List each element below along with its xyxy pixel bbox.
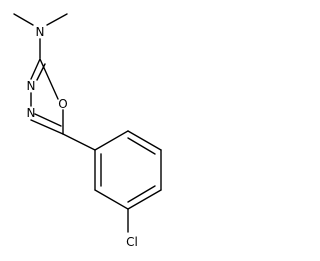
bond-phenyl-3-4 [127, 189, 162, 210]
bond-c5-phenyl [62, 133, 96, 151]
molecule-structure: N N N O Cl [13, 13, 162, 249]
bond-phenyl-5-6-inner [127, 137, 156, 155]
bond-phenyl-3-4-inner [127, 185, 156, 203]
atom-label-n-ring-4: N [27, 106, 36, 120]
atom-label-chlorine: Cl [126, 235, 138, 249]
bond-phenyl-2-3 [94, 189, 129, 210]
atom-label-n-dimethylamino: N [36, 25, 45, 39]
bond-o1-c2 [39, 58, 59, 100]
bond-phenyl-5-6 [127, 130, 162, 151]
atom-label-o-ring: O [58, 97, 67, 111]
atom-label-n-ring-3: N [27, 79, 36, 93]
bond-n4-c5-double-outer [30, 119, 64, 135]
bond-n-methyl-left [13, 13, 34, 26]
bond-c2-n3-double-outer [30, 58, 41, 80]
bond-n4-c5-double-inner [34, 113, 62, 127]
bond-phenyl-6-1 [94, 130, 129, 151]
bond-n-methyl-right [46, 13, 68, 26]
